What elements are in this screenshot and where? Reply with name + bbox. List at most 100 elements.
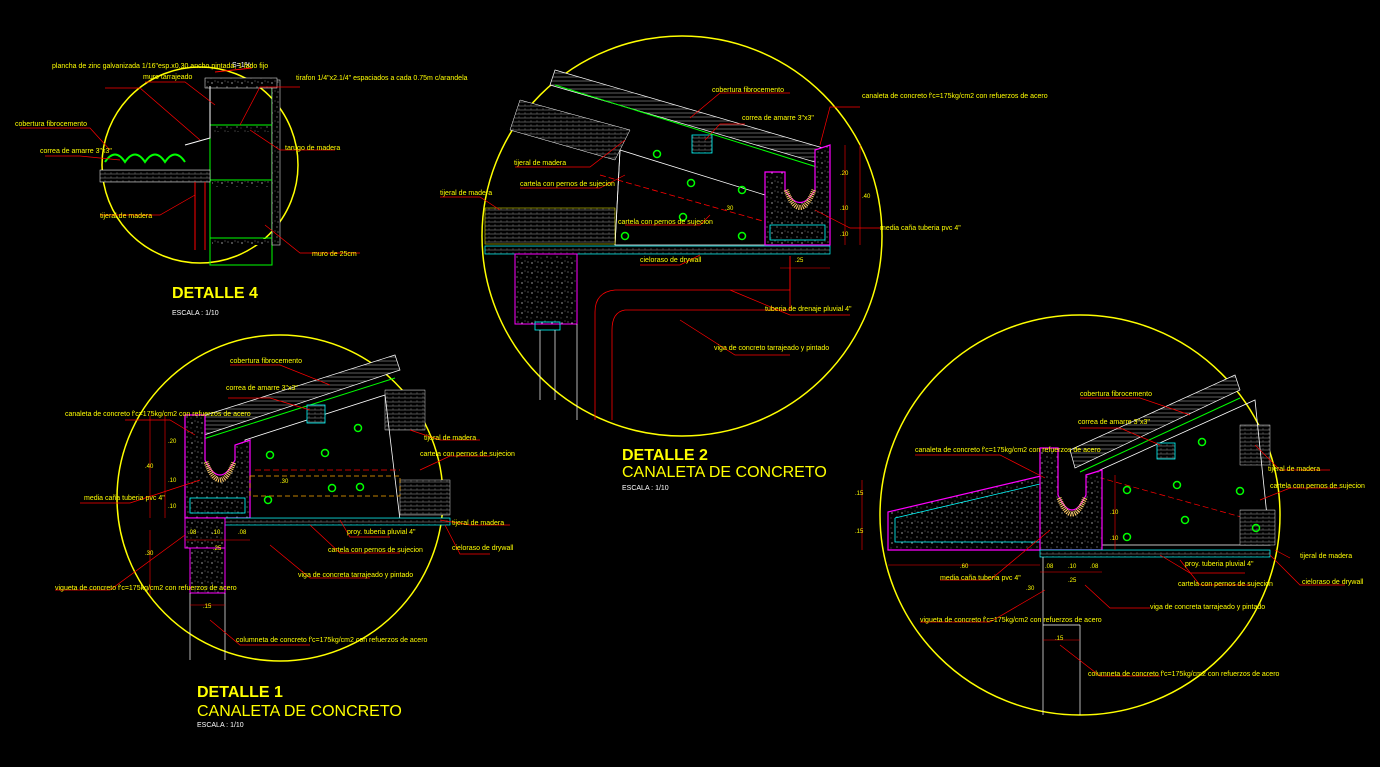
roof-cover [189,354,401,439]
d3-viga: viga de concreta tarrajeado y pintado [1150,604,1265,611]
d1-vigueta: vigueta de concreto f'c=175kg/cm2 con re… [55,585,237,592]
d1-canaleta: canaleta de concreto f'c=175kg/cm2 con r… [65,411,251,418]
detail-3-leaders [915,397,1345,677]
detail-1: .20 .40 .10 .10 .30 .08 .10 .08 .25 .15 … [55,334,515,729]
dim-1: .20 [168,439,177,445]
label-muro25: muro de 25cm [312,251,357,258]
dim-6: .08 [1090,564,1099,570]
d2-correa: correa de amarre 3"x3" [742,115,814,122]
concrete-gutter [1039,447,1103,551]
detail-1-frame [116,334,444,662]
d1-cieloraso: cieloraso de drywall [452,545,514,552]
dim-2: .15 [855,529,864,535]
dim-1: .20 [840,171,849,177]
drywall-ceiling [1039,549,1271,558]
d1-proy-tuberia: proy. tuberia pluvial 4" [347,529,416,536]
detail-3: .15 .15 .60 .08 .10 .08 .25 .30 .15 .10 … [855,314,1365,716]
label-tijeral: tijeral de madera [100,213,152,220]
bolts [1122,437,1261,542]
wall-plaster [271,79,281,246]
dim-8: .30 [1026,586,1035,592]
d2-tuberia-drenaje: tuberia de drenaje pluvial 4" [765,306,852,313]
dim-3: .10 [840,206,849,212]
sloped-vigueta [887,474,1046,551]
detail-1-subtitle: CANALETA DE CONCRETO [197,703,402,720]
detail-4: S=1% plancha de zinc galvanizada 1/16"es… [15,62,468,317]
d2-tijeral1: tijeral de madera [514,160,566,167]
dim-4: .08 [1045,564,1054,570]
d3-proy-tuberia: proy. tuberia pluvial 4" [1185,561,1254,568]
drain-pipe [594,256,791,420]
detail-2-leaders [440,92,880,356]
dim-5: .10 [1068,564,1077,570]
correa-block [1156,442,1176,460]
slope-label: S=1% [232,62,251,69]
d3-columneta: columneta de concreto f'c=175kg/cm2 con … [1088,671,1280,678]
dim-3: .60 [960,564,969,570]
detail-2-frame [481,35,883,437]
dim-7: .25 [1068,578,1077,584]
d2-tijeral2: tijeral de madera [440,190,492,197]
detail-3-dimensions [861,475,1116,641]
dim-2: .40 [145,464,154,470]
dim-1: .15 [855,491,864,497]
detail-1-dimensions [149,415,250,606]
label-muro-tarrajeado: muro tarrajeado [143,74,193,81]
dim-10: .15 [203,604,212,610]
pvc-half-pipe [1056,497,1088,517]
wall-cap [204,77,278,89]
d2-cieloraso: cieloraso de drywall [640,257,702,264]
label-plancha: plancha de zinc galvanizada 1/16"esp.x0.… [52,63,268,70]
dim-4: .10 [168,504,177,510]
dim-10: .10 [1110,510,1119,516]
d2-viga: viga de concreto tarrajeado y pintado [714,345,829,352]
d3-canaleta: canaleta de concreto f'c=175kg/cm2 con r… [915,447,1101,454]
label-tarugo: tarugo de madera [285,145,340,152]
d1-correa: correa de amarre 3"x3" [226,385,298,392]
d1-viga: viga de concreta tarrajeado y pintado [298,572,413,579]
d1-tijeral1: tijeral de madera [424,435,476,442]
dim-5: .25 [795,258,804,264]
correa-block [691,134,713,154]
columneta [189,547,226,594]
d3-cobertura: cobertura fibrocemento [1080,391,1152,398]
drywall-ceiling [224,517,451,526]
d1-cobertura: cobertura fibrocemento [230,358,302,365]
detail-4-frame [101,66,299,264]
label-tirafon: tirafon 1/4"x2.1/4" espaciados a cada 0.… [296,75,468,82]
d3-cieloraso: cieloraso de drywall [1302,579,1364,586]
pvc-half-pipe [203,461,237,483]
d3-media-cana: media caña tuberia pvc 4" [940,575,1021,582]
d3-vigueta: vigueta de concreto f'c=175kg/cm2 con re… [920,617,1102,624]
d2-canaleta: canaleta de concreto f'c=175kg/cm2 con r… [862,93,1048,100]
d2-cartela1: cartela con pernos de sujecion [520,181,615,188]
label-cobertura: cobertura fibrocemento [15,121,87,128]
dim-9: .25 [213,546,222,552]
d1-media-cana: media caña tuberia pvc 4" [84,495,165,502]
zinc-sheet [184,86,211,146]
dim-6: .30 [725,206,734,212]
detail-2-title: DETALLE 2 [622,447,708,464]
concrete-gutter [764,144,831,246]
detail-1-scale: ESCALA : 1/10 [197,722,244,729]
dim-6: .08 [188,530,197,536]
d1-cartela2: cartela con pernos de sujecion [328,547,423,554]
detail-2: .20 .40 .10 .10 .25 .30 cobertura fibroc… [440,35,1048,492]
d1-tijeral2: tijeral de madera [452,520,504,527]
dim-4: .10 [840,232,849,238]
concrete-column [514,253,578,325]
d2-cartela2: cartela con pernos de sujecion [618,219,713,226]
detail-1-title: DETALLE 1 [197,684,283,701]
detail-1-leaders [55,364,510,646]
d2-cobertura: cobertura fibrocemento [712,87,784,94]
correa-block [306,404,326,424]
corrugated-roof [104,153,186,164]
detail-2-subtitle: CANALETA DE CONCRETO [622,464,827,481]
dim-5: .30 [145,551,154,557]
drywall-ceiling [484,245,831,255]
detail-2-scale: ESCALA : 1/10 [622,485,669,492]
d3-tijeral2: tijeral de madera [1300,553,1352,560]
dim-3: .10 [168,478,177,484]
d3-cartela2: cartela con pernos de sujecion [1178,581,1273,588]
